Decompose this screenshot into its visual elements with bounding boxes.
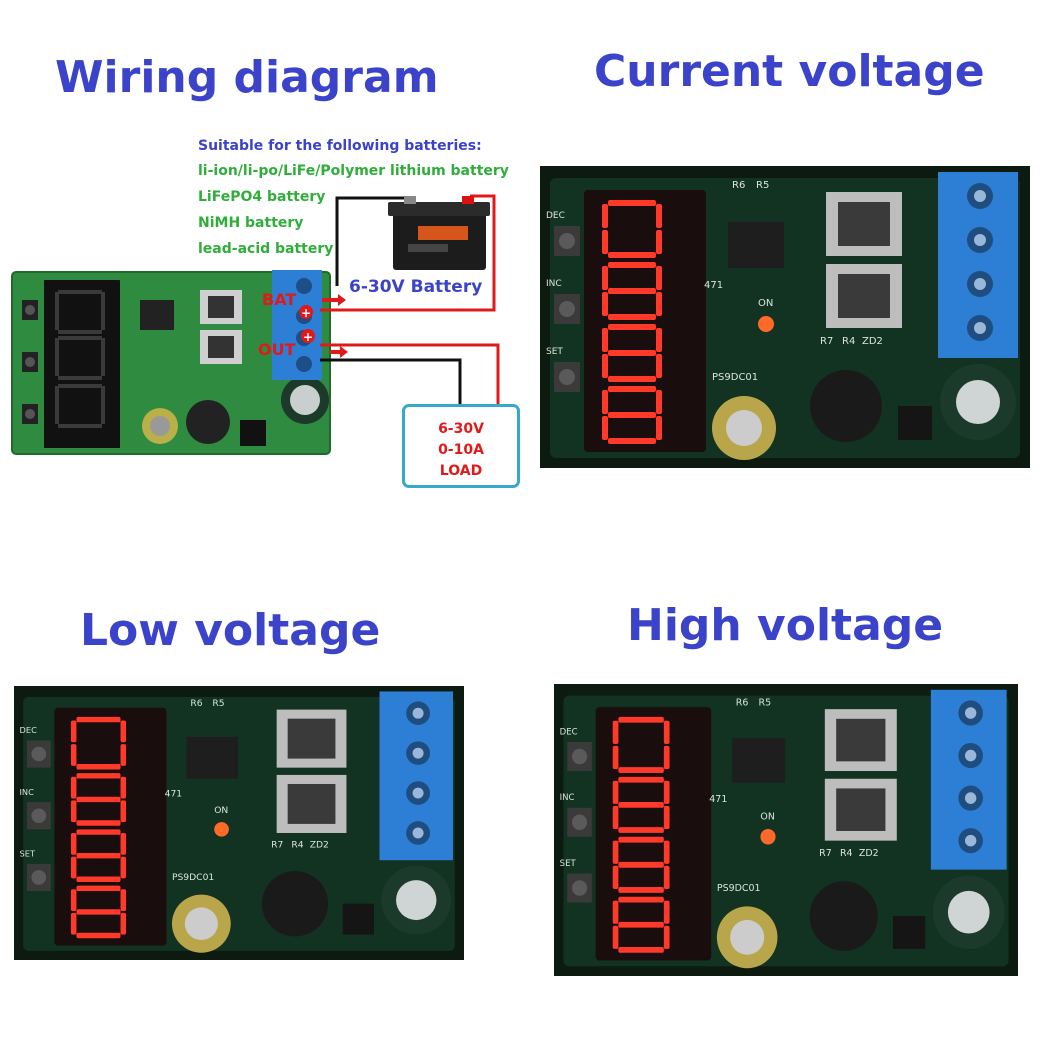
load-current: 0-10A: [438, 442, 484, 458]
load-label: LOAD: [439, 463, 483, 479]
pcb-board: + +: [11, 270, 348, 455]
silkscreen-label-set: SET: [560, 859, 577, 869]
silkscreen-label-n471: 471: [165, 790, 182, 800]
silkscreen-label-r6: R6: [732, 180, 745, 191]
heading-current-voltage: Current voltage: [594, 46, 985, 97]
silkscreen-label-r4: R4: [291, 841, 303, 851]
silkscreen-label-dec: DEC: [20, 725, 38, 735]
silkscreen-label-model: PS9DC01: [712, 372, 758, 383]
silkscreen-label-n471: 471: [704, 280, 723, 291]
battery-voltage-label: 6-30V Battery: [349, 277, 483, 297]
silkscreen-label-model: PS9DC01: [172, 873, 214, 883]
battery-item-lithium: li-ion/li-po/LiFe/Polymer lithium batter…: [198, 163, 509, 179]
silkscreen-label-r7: R7: [820, 336, 833, 347]
silkscreen-label-zd2: ZD2: [310, 841, 329, 851]
silkscreen-label-set: SET: [20, 849, 36, 859]
battery-list-title: Suitable for the following batteries:: [198, 138, 482, 154]
silkscreen-label-set: SET: [546, 347, 563, 357]
silkscreen-label-on: ON: [758, 298, 773, 309]
battery-item-nimh: NiMH battery: [198, 215, 304, 231]
silkscreen-label-r6: R6: [190, 699, 202, 709]
heading-high-voltage: High voltage: [627, 600, 944, 651]
silkscreen-label-zd2: ZD2: [862, 336, 883, 347]
silkscreen-label-r7: R7: [271, 841, 283, 851]
silkscreen-label-r7: R7: [819, 848, 832, 859]
silkscreen-label-on: ON: [214, 806, 228, 816]
wiring-diagram: + +: [11, 194, 500, 455]
silkscreen-label-r4: R4: [840, 848, 853, 859]
svg-text:+: +: [301, 306, 311, 320]
terminal-out-label: OUT: [258, 340, 296, 359]
silkscreen-label-dec: DEC: [546, 211, 565, 221]
battery-icon: [388, 196, 490, 270]
silkscreen-label-r5: R5: [212, 699, 224, 709]
silkscreen-label-inc: INC: [560, 793, 575, 803]
heading-wiring-diagram: Wiring diagram: [55, 52, 439, 103]
silkscreen-label-r5: R5: [759, 697, 772, 708]
battery-item-lead-acid: lead-acid battery: [198, 241, 334, 257]
silkscreen-label-inc: INC: [546, 279, 562, 289]
load-box: 6-30V 0-10A LOAD: [402, 404, 520, 488]
silkscreen-label-dec: DEC: [560, 727, 578, 737]
svg-text:+: +: [303, 330, 313, 344]
heading-low-voltage: Low voltage: [80, 605, 381, 656]
load-voltage: 6-30V: [438, 421, 484, 437]
silkscreen-label-r4: R4: [842, 336, 855, 347]
silkscreen-label-n471: 471: [709, 794, 727, 805]
silkscreen-label-r5: R5: [756, 180, 769, 191]
terminal-bat-label: BAT: [262, 290, 297, 309]
silkscreen-label-on: ON: [760, 811, 775, 822]
silkscreen-label-inc: INC: [20, 787, 35, 797]
wiring-lines: [320, 194, 500, 404]
battery-item-lifepo4: LiFePO4 battery: [198, 189, 326, 205]
silkscreen-label-model: PS9DC01: [717, 883, 761, 894]
silkscreen-label-r6: R6: [736, 697, 749, 708]
silkscreen-label-zd2: ZD2: [859, 848, 879, 859]
